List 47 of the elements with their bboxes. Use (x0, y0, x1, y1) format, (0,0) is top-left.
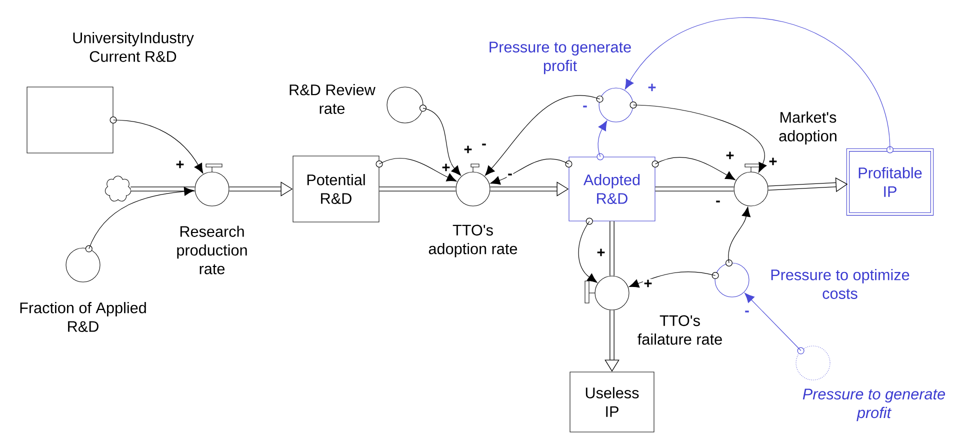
flow-pipe (655, 186, 734, 192)
edge-label: + (642, 278, 654, 290)
stock-box: Adopted R&D (565, 153, 659, 225)
stock-box: Potential R&D (292, 156, 383, 222)
node-label: Pressure to optimize costs (771, 269, 910, 299)
node-label: Pressure to generate profit (490, 42, 631, 74)
edge-label: + (724, 150, 736, 162)
arrow (598, 120, 608, 158)
flow-pipe (379, 186, 456, 192)
edge-label: + (768, 156, 778, 168)
node-label: Market's adoption (779, 112, 836, 144)
stock-box: Profitable IP (846, 146, 934, 216)
edge-label: + (462, 144, 474, 156)
arrow (378, 158, 457, 182)
arrow (654, 157, 736, 180)
node-label: R&D Review rate (290, 84, 376, 114)
node-label: TTO's failature rate (638, 315, 722, 345)
edge-label: - (506, 172, 514, 180)
node-label: Research production rate (177, 226, 247, 274)
arrow (728, 206, 751, 264)
arrow (490, 158, 570, 185)
cloud-symbol (104, 176, 132, 202)
arrow (744, 292, 802, 351)
arrow (628, 272, 716, 288)
node-label: TTO's adoption rate (428, 224, 518, 258)
edge-label: - (582, 104, 588, 112)
arrow (632, 104, 767, 173)
flow-pipe (130, 186, 195, 192)
arrow (112, 120, 204, 174)
stock-box: UniversityIndustry Current R&D (26, 32, 194, 154)
edge-label: + (440, 162, 452, 174)
node-label: UniversityIndustry Current R&D (73, 32, 194, 62)
edge-label: + (646, 82, 658, 94)
node-label: Pressure to generate profit (802, 388, 945, 422)
edge-label: - (714, 200, 722, 206)
node-label: Fraction of Applied R&D (20, 302, 146, 332)
arrow (422, 108, 462, 176)
edge-label: + (596, 248, 606, 258)
edge-label: - (744, 310, 750, 316)
edge-label: + (174, 160, 186, 170)
flow-pipe (610, 221, 614, 276)
arrow (578, 220, 598, 283)
arrow (88, 187, 194, 250)
stock-box: Useless IP (570, 372, 654, 432)
arrow (624, 17, 890, 150)
edge-label: - (480, 142, 488, 150)
arrow (484, 95, 600, 176)
